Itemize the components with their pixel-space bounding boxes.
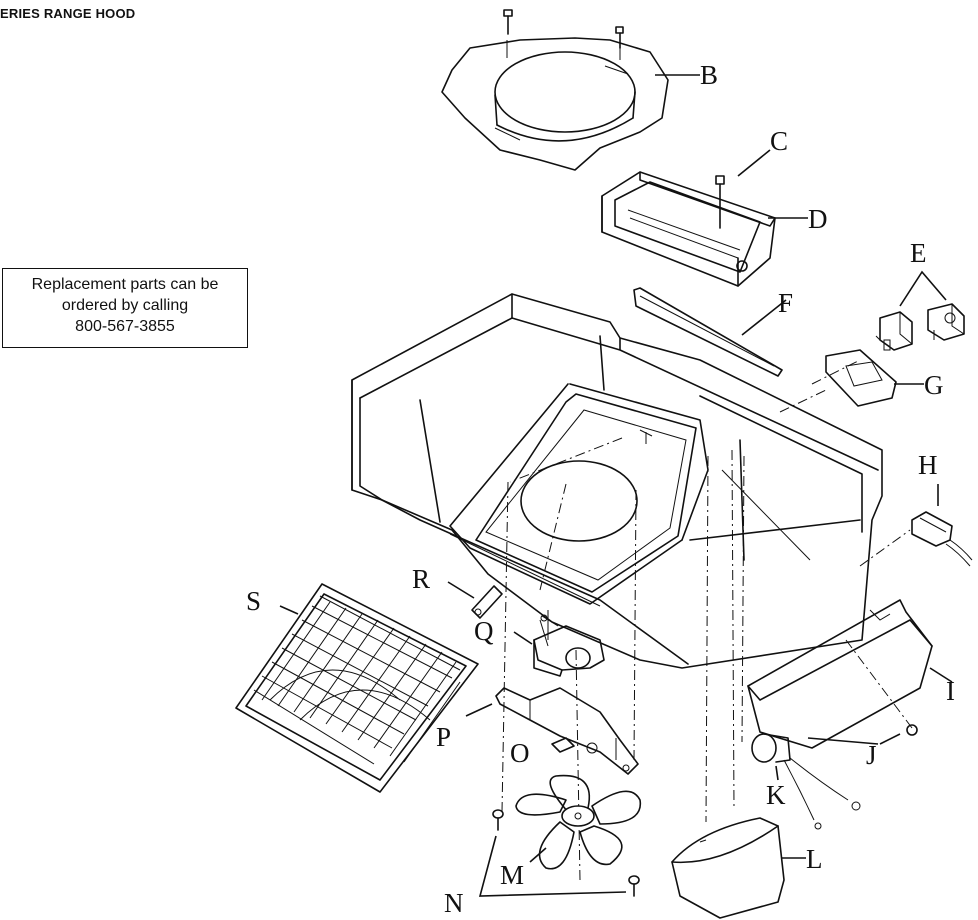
callout-c: C bbox=[770, 126, 788, 156]
part-o-fasteners bbox=[551, 737, 598, 754]
notice-line-1: Replacement parts can be bbox=[31, 276, 219, 293]
part-k-lamp-socket bbox=[751, 733, 861, 830]
part-g-switch-plate bbox=[825, 349, 897, 407]
part-d-duct-adapter bbox=[601, 171, 776, 287]
part-h-terminal-block bbox=[911, 511, 973, 567]
screw-icon bbox=[503, 9, 513, 35]
callout-n: N bbox=[444, 888, 464, 918]
callout-r: R bbox=[412, 564, 430, 594]
part-i-light-shield bbox=[747, 599, 933, 749]
part-q-motor bbox=[533, 610, 605, 677]
part-n-screw-right bbox=[628, 875, 640, 897]
callout-l: L bbox=[806, 844, 823, 874]
notice-phone-number: 800-567-3855 bbox=[75, 318, 175, 335]
callout-s: S bbox=[246, 586, 261, 616]
callout-i: I bbox=[946, 676, 955, 706]
part-j-screw bbox=[906, 724, 918, 736]
callout-p: P bbox=[436, 722, 451, 752]
part-r-bracket bbox=[471, 585, 503, 619]
callout-g: G bbox=[924, 370, 944, 400]
callout-e: E bbox=[910, 238, 927, 268]
filter-mesh bbox=[253, 595, 461, 765]
callout-h: H bbox=[918, 450, 938, 480]
callout-q: Q bbox=[474, 616, 494, 646]
notice-line-2: ordered by calling bbox=[61, 297, 189, 314]
callout-d: D bbox=[808, 204, 828, 234]
callout-b: B bbox=[700, 60, 718, 90]
callout-f: F bbox=[778, 288, 793, 318]
callout-o: O bbox=[510, 738, 530, 768]
part-n-screw-left bbox=[492, 809, 504, 831]
part-e-switch-left bbox=[875, 311, 913, 351]
part-m-fan-blade bbox=[515, 774, 642, 870]
part-s-grease-filter bbox=[235, 583, 479, 793]
part-l-duct-transition bbox=[671, 817, 785, 919]
part-p-motor-plate bbox=[495, 687, 639, 775]
range-hood-body bbox=[351, 293, 883, 669]
part-e-switch-right bbox=[927, 303, 965, 341]
part-b-damper-plate bbox=[441, 9, 669, 171]
part-c-screw bbox=[715, 175, 725, 229]
part-f-gasket bbox=[633, 287, 783, 377]
screw-icon bbox=[615, 26, 624, 49]
page-title: ERIES RANGE HOOD bbox=[0, 6, 136, 21]
assembly-lines bbox=[501, 359, 913, 881]
callout-j: J bbox=[866, 740, 877, 770]
callout-k: K bbox=[766, 780, 786, 810]
callout-m: M bbox=[500, 860, 524, 890]
replacement-parts-notice: Replacement parts can be ordered by call… bbox=[2, 268, 248, 348]
